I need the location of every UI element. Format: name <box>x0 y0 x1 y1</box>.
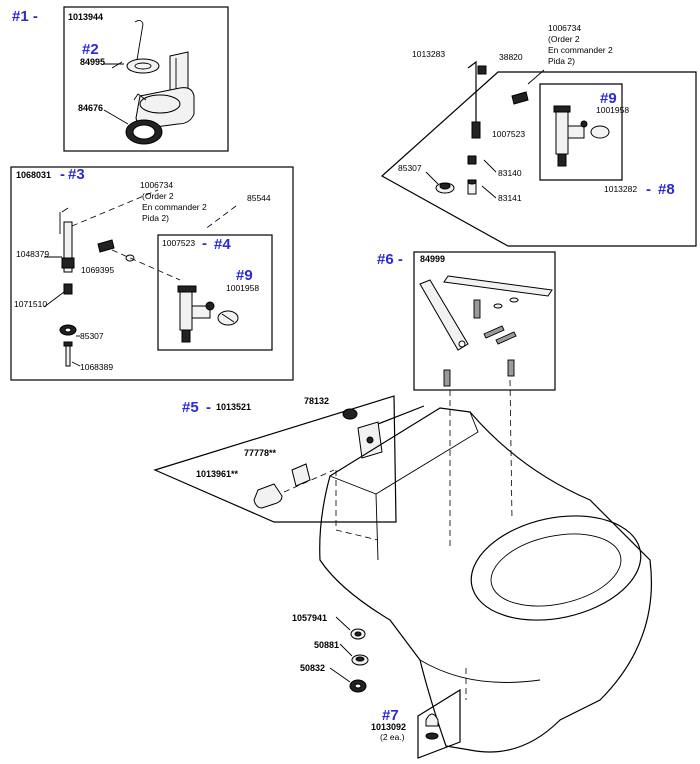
group-trip-lever: #5 - 1013521 78132 77778** 1013961** <box>153 395 425 523</box>
callout-9-b: #9 <box>600 90 617 107</box>
order-note-a-3: Pida 2) <box>142 213 169 223</box>
part-number-1071510: 1071510 <box>14 299 47 309</box>
part-number-1013282: 1013282 <box>604 184 637 194</box>
bolts-washers <box>443 297 519 387</box>
order-note-a-2: En commander 2 <box>142 202 207 212</box>
box-4 <box>157 234 273 351</box>
part-number-1069395: 1069395 <box>81 265 114 275</box>
flapper-chain <box>111 19 160 74</box>
callout-1: #1 - <box>12 8 38 25</box>
part-number-50832: 50832 <box>300 663 325 673</box>
supply-line <box>63 341 73 367</box>
part-number-1006734-b: 1006734 <box>548 23 581 33</box>
part-number-50881: 50881 <box>314 640 339 650</box>
part-number-85544: 85544 <box>247 193 271 203</box>
box-5 <box>153 395 397 523</box>
order-note-b-2: En commander 2 <box>548 45 613 55</box>
refill-rod <box>467 60 487 139</box>
part-number-85307-a: 85307 <box>80 331 104 341</box>
flush-valve-body <box>133 51 195 129</box>
box-6 <box>413 251 556 391</box>
part-number-83140: 83140 <box>498 168 522 178</box>
tank-gasket-a <box>59 324 77 336</box>
callout-5-dash: - <box>206 399 211 416</box>
part-number-84995: 84995 <box>80 57 105 67</box>
order-note-a-1: (Order 2 <box>142 191 174 201</box>
callout-5: #5 <box>182 399 199 416</box>
nut-stack-b <box>467 155 477 195</box>
callout-8-dash: - <box>646 181 651 198</box>
old-fill-valve <box>59 207 75 295</box>
fill-valve-a <box>177 285 211 343</box>
callout-3-dash: - <box>60 166 65 183</box>
part-number-38820: 38820 <box>499 52 523 62</box>
group-tank-hardware: #6 - 84999 <box>377 251 556 391</box>
lever-bar <box>443 275 553 297</box>
part-number-1007523-a: 1007523 <box>162 238 195 248</box>
part-number-83141: 83141 <box>498 193 522 203</box>
box-1 <box>63 6 229 152</box>
part-number-1048379: 1048379 <box>16 249 49 259</box>
group-flush-valve: #1 - 1013944 #2 84995 84676 <box>12 6 229 152</box>
lever-arm <box>419 279 469 351</box>
callout-6: #6 - <box>377 251 403 268</box>
lever-nut <box>342 408 358 420</box>
order-note-b-1: (Order 2 <box>548 34 580 44</box>
valve-cap-a <box>205 301 239 326</box>
callout-3: #3 <box>68 166 85 183</box>
callout-7: #7 <box>382 707 399 724</box>
callout-2: #2 <box>82 41 99 58</box>
box-8 <box>380 71 697 247</box>
part-number-1001958-a: 1001958 <box>226 283 259 293</box>
nut-50832 <box>349 679 367 693</box>
group-fill-valve-b: 1013283 38820 1006734 (Order 2 En comman… <box>380 23 697 247</box>
part-number-1006734-a: 1006734 <box>140 180 173 190</box>
callout-8: #8 <box>658 181 675 198</box>
part-number-1013961: 1013961** <box>196 469 239 479</box>
toilet-body <box>319 379 653 753</box>
part-number-84676: 84676 <box>78 103 103 113</box>
group-floor-hardware: 1057941 50881 50832 #7 1013092 (2 ea.) <box>292 613 461 759</box>
part-number-1013283: 1013283 <box>412 49 445 59</box>
quantity-2-each: (2 ea.) <box>380 732 405 742</box>
callout-4-dash: - <box>202 235 207 252</box>
valve-gasket <box>125 119 163 145</box>
part-number-1007523-b: 1007523 <box>492 129 525 139</box>
part-number-85307-b: 85307 <box>398 163 422 173</box>
washer-50881 <box>351 654 369 666</box>
part-number-1068031: 1068031 <box>16 170 51 180</box>
part-number-1013521: 1013521 <box>216 402 251 412</box>
part-number-77778: 77778** <box>244 448 277 458</box>
washer-1057941 <box>350 628 366 640</box>
valve-cap-b <box>580 120 610 139</box>
order-note-b-3: Pida 2) <box>548 56 575 66</box>
part-number-84999: 84999 <box>420 254 445 264</box>
callout-4: #4 <box>214 236 231 253</box>
tank-gasket-b <box>435 182 455 194</box>
part-number-1013944: 1013944 <box>68 12 103 22</box>
callout-9-a: #9 <box>236 267 253 284</box>
part-number-78132: 78132 <box>304 396 329 406</box>
part-number-1057941: 1057941 <box>292 613 327 623</box>
part-number-1001958-b: 1001958 <box>596 105 629 115</box>
fill-valve-b <box>553 105 585 167</box>
bolt-cap <box>425 713 439 740</box>
handle-escutcheon <box>291 463 311 487</box>
trip-lever-bracket <box>357 405 425 459</box>
part-number-1013092: 1013092 <box>371 722 406 732</box>
box-7 <box>417 688 461 759</box>
part-number-1068389: 1068389 <box>80 362 113 372</box>
box-3 <box>10 166 294 381</box>
group-fill-valve-kit: 1068031 - #3 1006734 (Order 2 En command… <box>10 166 294 381</box>
handle-lever <box>253 483 283 509</box>
